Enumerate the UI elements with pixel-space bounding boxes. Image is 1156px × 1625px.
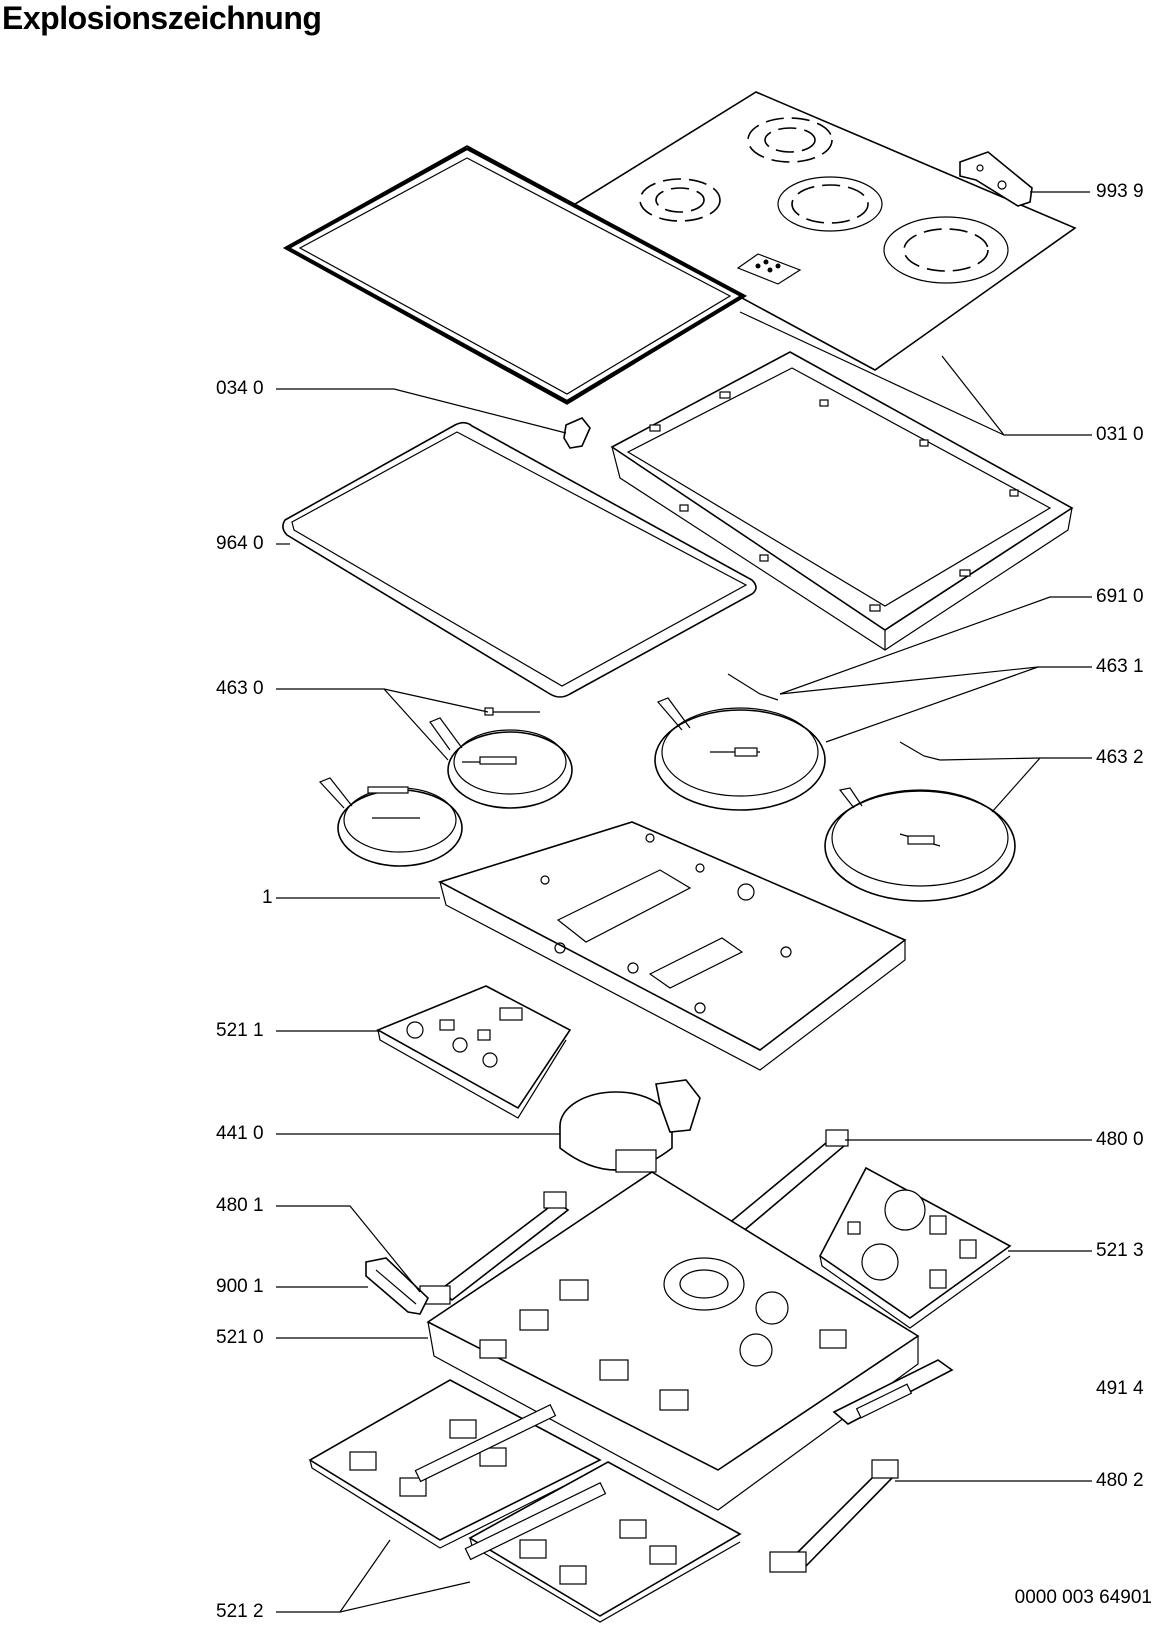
main-board-chassis-part bbox=[426, 1171, 920, 1511]
frame-part bbox=[282, 145, 748, 405]
part-label: 964 0 bbox=[216, 533, 264, 554]
circuit-board-part bbox=[308, 1379, 602, 1549]
part-label: 031 0 bbox=[1096, 424, 1144, 445]
part-label: 521 1 bbox=[216, 1020, 264, 1041]
circuit-board-part bbox=[376, 985, 572, 1119]
part-label: 900 1 bbox=[216, 1276, 264, 1297]
glass-cooktop-part bbox=[570, 91, 1077, 371]
part-label: 480 1 bbox=[216, 1195, 264, 1216]
housing-frame-part bbox=[610, 351, 1074, 651]
part-label: 480 0 bbox=[1096, 1129, 1144, 1150]
part-label: 463 2 bbox=[1096, 747, 1144, 768]
cover-part bbox=[832, 1359, 954, 1425]
ribbon-cable-part bbox=[769, 1459, 899, 1573]
seal-part bbox=[282, 421, 757, 698]
document-number: 0000 003 64901 bbox=[1014, 1587, 1152, 1608]
part-label: 463 0 bbox=[216, 678, 264, 699]
part-label: 993 9 bbox=[1096, 181, 1144, 202]
fan-part bbox=[559, 1079, 701, 1173]
heating-element-part bbox=[318, 777, 463, 867]
part-label: 463 1 bbox=[1096, 656, 1144, 677]
power-board-part bbox=[818, 1166, 1012, 1329]
clip-part bbox=[563, 417, 591, 449]
part-label: 034 0 bbox=[216, 378, 264, 399]
heating-element-part bbox=[654, 673, 826, 811]
page-title: Explosionszeichnung bbox=[2, 0, 322, 36]
part-label: 691 0 bbox=[1096, 586, 1144, 607]
part-label: 1 bbox=[262, 887, 273, 908]
part-label: 441 0 bbox=[216, 1123, 264, 1144]
part-label: 521 3 bbox=[1096, 1240, 1144, 1261]
heating-element-part bbox=[824, 741, 1016, 902]
connector-part bbox=[365, 1257, 429, 1315]
heating-element-part bbox=[429, 707, 573, 809]
circuit-board-part bbox=[464, 1461, 742, 1623]
ribbon-cable-part bbox=[419, 1191, 570, 1305]
part-label: 521 0 bbox=[216, 1327, 264, 1348]
leader-lines bbox=[276, 191, 1092, 1613]
base-plate-part bbox=[437, 821, 907, 1071]
part-label: 521 2 bbox=[216, 1601, 264, 1622]
part-label: 480 2 bbox=[1096, 1470, 1144, 1491]
part-label: 491 4 bbox=[1096, 1378, 1144, 1399]
bracket-part bbox=[959, 151, 1033, 207]
